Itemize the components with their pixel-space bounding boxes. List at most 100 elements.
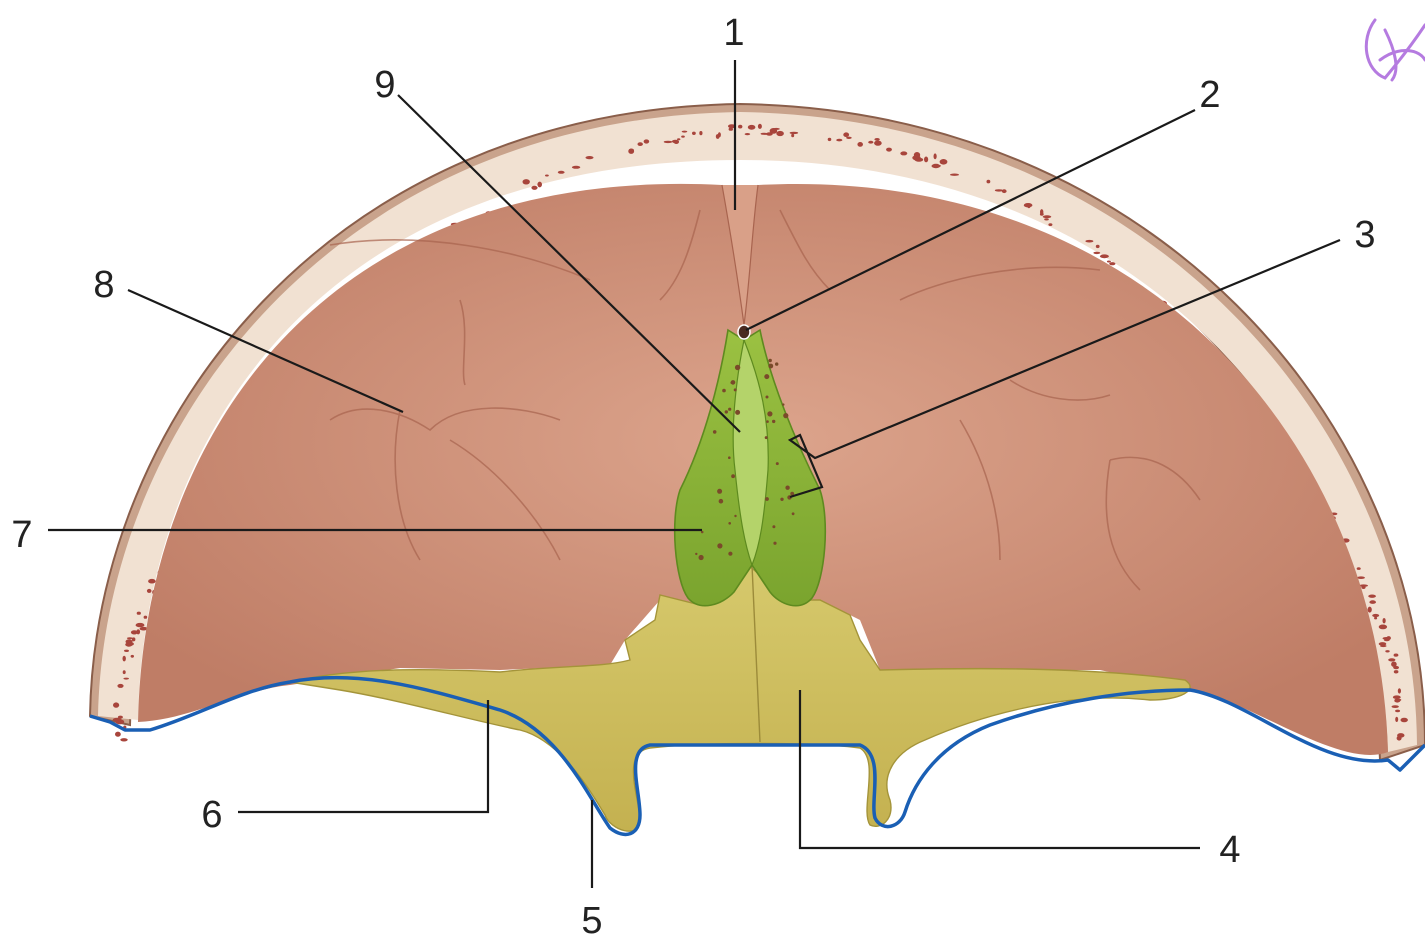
diploe-pore (558, 171, 565, 174)
diploe-pore (791, 134, 794, 138)
cribriform-foramen (735, 410, 740, 415)
diploe-pore (748, 125, 756, 130)
diploe-pore (123, 670, 126, 674)
cribriform-foramen (765, 497, 769, 501)
diploe-pore (120, 738, 127, 741)
diploe-pore (1368, 595, 1376, 598)
diploe-pore (672, 140, 679, 143)
diploe-pore (1395, 699, 1402, 702)
diploe-pore (115, 732, 121, 737)
diploe-pore (995, 189, 1003, 191)
diploe-pore (758, 124, 762, 129)
diploe-pore (137, 612, 141, 615)
diploe-pore (924, 157, 928, 163)
diploe-pore (147, 589, 152, 593)
diploe-pore (900, 151, 907, 155)
cribriform-foramen (713, 430, 717, 434)
diploe-pore (113, 718, 122, 722)
diploe-pore (692, 132, 696, 135)
diploe-pore (1093, 252, 1100, 254)
diploe-pore (1096, 245, 1100, 248)
diploe-pore (1040, 213, 1044, 216)
diploe-pore (1374, 617, 1377, 620)
cribriform-foramen (767, 411, 772, 416)
cribriform-foramen (772, 420, 775, 423)
cribriform-foramen (734, 515, 736, 517)
diploe-pore (1385, 650, 1389, 652)
diploe-pore (677, 138, 680, 140)
label-9: 9 (374, 64, 395, 106)
label-6: 6 (201, 794, 222, 836)
diploe-pore (1379, 625, 1387, 630)
cribriform-foramen (719, 499, 724, 504)
diploe-pore (857, 142, 863, 147)
diploe-pore (638, 142, 643, 146)
diploe-pore (761, 133, 768, 135)
cribriform-foramen (769, 359, 772, 362)
diploe-pore (1043, 215, 1052, 218)
diploe-pore (1107, 261, 1111, 263)
diploe-pore (933, 165, 941, 167)
diploe-pore (886, 148, 892, 152)
scribble-icon (1366, 20, 1425, 80)
cribriform-foramen (722, 389, 726, 393)
diploe-pore (1392, 705, 1399, 708)
diploe-pore (1397, 733, 1404, 738)
cribriform-foramen (776, 462, 779, 465)
diploe-pore (124, 650, 129, 652)
diploe-pore (136, 623, 145, 627)
cribriform-foramen (772, 525, 775, 528)
leader-line-6 (238, 700, 488, 812)
diploe-pore (127, 637, 133, 639)
cribriform-foramen (728, 408, 731, 411)
diploe-pore (915, 158, 924, 162)
diploe-pore (1085, 240, 1093, 243)
cribriform-foramen (734, 388, 737, 391)
diploe-pore (987, 180, 991, 184)
diploe-pore (148, 579, 156, 584)
diploe-pore (1357, 576, 1365, 579)
diploe-pore (843, 132, 849, 137)
diploe-pore (1109, 262, 1115, 265)
diploe-pore (1027, 204, 1030, 208)
foramen-cecum (738, 325, 750, 339)
diploe-pore (940, 159, 948, 165)
diploe-pore (950, 174, 959, 176)
cribriform-foramen (717, 489, 722, 494)
cribriform-foramen (728, 552, 732, 556)
cribriform-foramen (792, 512, 795, 515)
diploe-pore (1394, 670, 1399, 673)
diploe-pore (586, 156, 594, 159)
diploe-pore (1368, 607, 1372, 613)
cribriform-foramen (764, 374, 769, 379)
diploe-pore (1379, 642, 1387, 646)
diploe-pore (1383, 618, 1386, 623)
diploe-pore (123, 656, 126, 662)
cribriform-foramen (766, 396, 769, 399)
diploe-pore (681, 136, 685, 138)
diploe-pore (1044, 218, 1049, 220)
cribriform-foramen (699, 555, 704, 560)
diploe-pore (545, 175, 549, 177)
diploe-pore (874, 138, 879, 141)
diploe-pore (776, 131, 784, 136)
label-4: 4 (1219, 829, 1240, 871)
cribriform-foramen (780, 498, 783, 501)
diploe-pore (1401, 718, 1408, 723)
diploe-pore (117, 684, 123, 688)
diploe-pore (125, 642, 132, 646)
diploe-pore (738, 125, 742, 129)
diploe-pore (531, 186, 537, 190)
diploe-pore (1048, 223, 1052, 226)
diploe-pore (745, 133, 751, 135)
diploe-pore (644, 139, 650, 143)
label-2: 2 (1199, 74, 1220, 116)
cribriform-foramen (725, 410, 728, 413)
cribriform-foramen (728, 522, 731, 525)
cribriform-foramen (717, 543, 722, 548)
diploe-pore (131, 630, 138, 634)
diploe-pore (537, 182, 542, 188)
diploe-pore (1100, 254, 1109, 258)
diploe-pore (132, 637, 136, 641)
cribriform-foramen (695, 553, 697, 555)
